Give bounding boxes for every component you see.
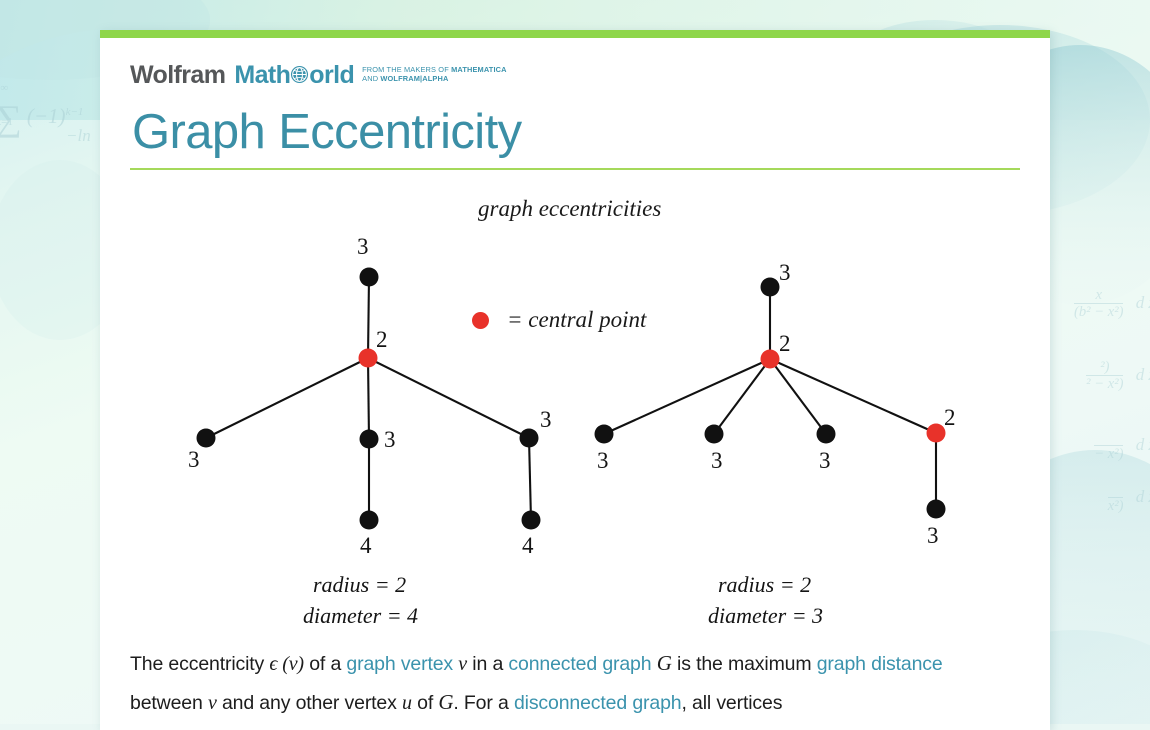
legend-group: = central point bbox=[472, 307, 646, 333]
body-t1: The eccentricity bbox=[130, 653, 270, 675]
graph-vertex bbox=[816, 424, 836, 444]
left-graph-diameter: diameter = 4 bbox=[303, 603, 419, 628]
link-graph-distance-part1[interactable]: graph bbox=[816, 653, 866, 675]
logo-world-text: orld bbox=[309, 61, 355, 89]
body-epsilon: ϵ bbox=[269, 653, 278, 675]
central-point-marker bbox=[472, 311, 489, 329]
graph-vertex bbox=[926, 499, 946, 519]
link-graph-vertex[interactable]: graph vertex bbox=[346, 653, 454, 675]
right-graph-diameter: diameter = 3 bbox=[708, 603, 824, 628]
body-v-paren: (v) bbox=[277, 653, 304, 675]
body-t3: in a bbox=[467, 653, 509, 675]
right-graph-radius: radius = 2 bbox=[718, 572, 812, 597]
globe-icon bbox=[290, 63, 309, 89]
body-G1: G bbox=[656, 651, 672, 675]
body-v1: v bbox=[458, 653, 468, 675]
graph-edge bbox=[367, 357, 530, 439]
article-body: The eccentricity ϵ (v) of a graph vertex… bbox=[130, 644, 1020, 722]
vertex-eccentricity-label: 3 bbox=[540, 407, 552, 432]
body-u: u bbox=[402, 692, 412, 714]
vertex-eccentricity-label: 2 bbox=[779, 331, 791, 356]
graph-edge bbox=[769, 358, 937, 434]
site-logo[interactable]: Wolfram Math orld FROM THE MAKERS OF MAT… bbox=[130, 38, 1020, 92]
graph-vertex bbox=[196, 428, 216, 448]
left-graph-radius: radius = 2 bbox=[313, 572, 407, 597]
graph-edge bbox=[769, 358, 827, 435]
vertex-eccentricity-label: 3 bbox=[597, 448, 609, 473]
vertex-eccentricity-label: 3 bbox=[819, 448, 831, 473]
eccentricity-figure: graph eccentricities = central point 3 2 3… bbox=[130, 174, 1020, 629]
body-t2: of a bbox=[303, 653, 347, 675]
graph-vertex bbox=[359, 429, 379, 449]
body-t8: . For a bbox=[453, 692, 514, 714]
body-G2: G bbox=[438, 690, 454, 714]
legend-label: = central point bbox=[507, 307, 647, 332]
graph-vertex-central bbox=[926, 423, 946, 443]
graph-edges bbox=[205, 276, 938, 521]
graph-vertex-central bbox=[358, 348, 378, 368]
vertex-eccentricity-label: 3 bbox=[927, 523, 939, 548]
graph-vertex bbox=[704, 424, 724, 444]
card-accent-bar bbox=[100, 30, 1050, 38]
tagline-line1-prefix: FROM THE MAKERS OF bbox=[362, 65, 452, 74]
link-connected-graph[interactable]: connected graph bbox=[508, 653, 652, 675]
graph-vertex bbox=[594, 424, 614, 444]
vertex-eccentricity-label: 3 bbox=[188, 447, 200, 472]
body-t6: and any other vertex bbox=[216, 692, 402, 714]
vertex-eccentricity-label: 4 bbox=[522, 533, 534, 558]
body-t7: of bbox=[411, 692, 439, 714]
content-card: Wolfram Math orld FROM THE MAKERS OF MAT… bbox=[100, 30, 1050, 730]
vertex-eccentricity-label: 4 bbox=[360, 533, 372, 558]
graph-edge bbox=[527, 437, 533, 521]
body-t5: between bbox=[130, 692, 208, 714]
vertex-eccentricity-label: 3 bbox=[779, 260, 791, 285]
graph-diagram bbox=[196, 267, 946, 530]
link-graph-distance-part2[interactable]: distance bbox=[871, 653, 943, 675]
logo-mathworld-text: Math orld bbox=[234, 62, 354, 88]
graph-edge bbox=[366, 276, 371, 359]
graph-edge bbox=[713, 358, 771, 435]
graph-nodes bbox=[196, 267, 946, 530]
page-title: Graph Eccentricity bbox=[132, 105, 522, 159]
tagline-line2-prefix: AND bbox=[362, 74, 381, 84]
graph-vertex bbox=[519, 428, 539, 448]
vertex-eccentricity-label: 3 bbox=[384, 427, 396, 452]
logo-wolfram-text: Wolfram bbox=[130, 61, 226, 89]
vertex-eccentricity-label: 2 bbox=[944, 405, 956, 430]
vertex-eccentricity-label: 2 bbox=[376, 327, 388, 352]
graph-vertex bbox=[359, 267, 379, 287]
link-disconnected-graph[interactable]: disconnected graph bbox=[513, 692, 682, 714]
logo-tagline: FROM THE MAKERS OF MATHEMATICA AND WOLFR… bbox=[362, 65, 507, 84]
body-t9: , all vertices bbox=[681, 692, 783, 714]
graph-edge bbox=[205, 357, 369, 439]
body-v2: v bbox=[207, 692, 217, 714]
graph-vertex bbox=[359, 510, 379, 530]
body-t4: is the maximum bbox=[671, 653, 817, 675]
figure-caption: graph eccentricities bbox=[478, 196, 662, 221]
logo-math-text: Math bbox=[234, 61, 291, 89]
tagline-wolframalpha: WOLFRAM|ALPHA bbox=[380, 74, 449, 84]
graph-vertex bbox=[521, 510, 541, 530]
title-divider bbox=[130, 168, 1020, 170]
tagline-mathematica: MATHEMATICA bbox=[451, 65, 507, 74]
vertex-eccentricity-label: 3 bbox=[711, 448, 723, 473]
graph-edge bbox=[366, 357, 371, 440]
graph-vertex bbox=[760, 277, 780, 297]
vertex-eccentricity-label: 3 bbox=[357, 234, 369, 259]
graph-edge bbox=[603, 358, 771, 435]
graph-vertex-central bbox=[760, 349, 780, 369]
